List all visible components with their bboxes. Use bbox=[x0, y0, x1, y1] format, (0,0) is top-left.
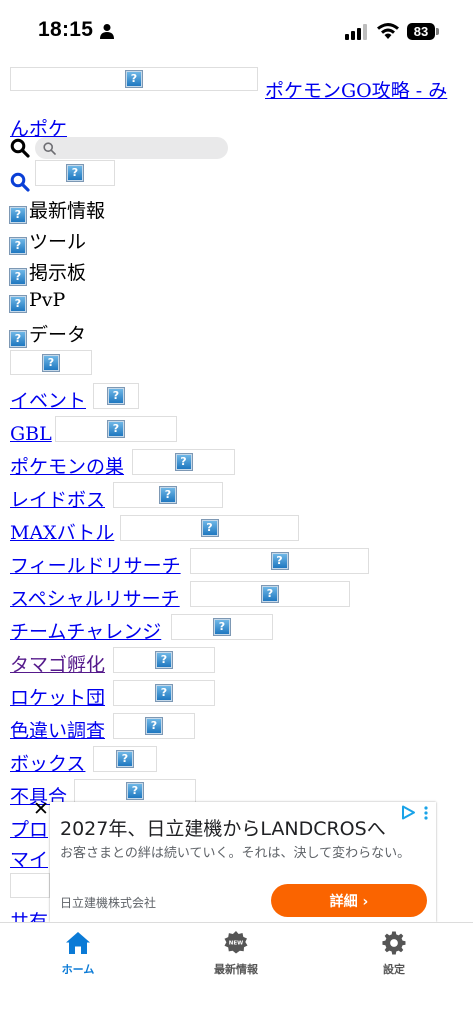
cellular-signal-icon bbox=[345, 24, 367, 40]
broken-image-icon: ? bbox=[126, 782, 144, 800]
ad-close-button[interactable]: ✕ bbox=[33, 798, 49, 820]
broken-image-icon: ? bbox=[261, 585, 279, 603]
broken-image-icon: ? bbox=[42, 353, 60, 372]
category-image-egg-hatch: ? bbox=[113, 647, 215, 673]
category-image-team-rocket: ? bbox=[113, 680, 215, 706]
menu-item-label: PvP bbox=[29, 289, 66, 311]
category-image-team-challenge: ? bbox=[171, 614, 273, 640]
battery-indicator: 83 bbox=[407, 23, 435, 40]
search-field-magnifier-icon bbox=[43, 142, 56, 155]
broken-image-icon: ? bbox=[159, 486, 177, 504]
menu-item-label: データ bbox=[29, 324, 87, 346]
search-button-icon[interactable] bbox=[10, 172, 30, 192]
wifi-icon bbox=[377, 23, 399, 39]
home-icon bbox=[66, 932, 90, 954]
broken-image-icon: ? bbox=[125, 70, 143, 88]
ad-details-button[interactable]: 詳細 › bbox=[271, 884, 427, 917]
category-image-hidden bbox=[10, 873, 50, 898]
tab-settings[interactable]: 設定 bbox=[334, 931, 454, 977]
ad-choices-icon[interactable] bbox=[401, 805, 416, 820]
category-link-gbl[interactable]: GBL bbox=[10, 423, 52, 445]
site-title-link[interactable]: ポケモンGO攻略 - みんポケ bbox=[10, 80, 448, 140]
status-bar: 18:15 83 bbox=[0, 0, 473, 60]
menu-item-pvp[interactable]: ?PvP bbox=[9, 289, 66, 313]
menu-item-label: ツール bbox=[29, 231, 87, 253]
category-link-field-research[interactable]: フィールドリサーチ bbox=[10, 555, 181, 577]
broken-image-icon: ? bbox=[116, 750, 134, 768]
menu-item-board[interactable]: ?掲示板 bbox=[9, 258, 87, 286]
category-link-nests[interactable]: ポケモンの巣 bbox=[10, 456, 125, 478]
broken-image-icon: ? bbox=[174, 453, 193, 471]
category-image-raid-boss: ? bbox=[113, 482, 223, 508]
category-link-box[interactable]: ボックス bbox=[10, 753, 86, 775]
search-button-image[interactable]: ? bbox=[35, 160, 115, 186]
tab-news[interactable]: NEW 最新情報 bbox=[176, 931, 296, 977]
bottom-tab-bar: ホーム NEW 最新情報 設定 bbox=[0, 922, 473, 1025]
category-link-special-research[interactable]: スペシャルリサーチ bbox=[10, 588, 180, 610]
broken-image-icon: ? bbox=[9, 237, 27, 255]
broken-image-icon: ? bbox=[107, 420, 125, 438]
category-link-shiny-survey[interactable]: 色違い調査 bbox=[10, 720, 106, 742]
ad-headline: 2027年、日立建機からLANDCROSへ bbox=[60, 818, 386, 840]
broken-image-icon: ? bbox=[9, 295, 27, 313]
menu-banner-image[interactable]: ? bbox=[10, 350, 92, 375]
new-badge-text: NEW bbox=[229, 941, 243, 947]
site-logo-image[interactable]: ? bbox=[10, 67, 258, 91]
site-title-container: ポケモンGO攻略 - みんポケ bbox=[10, 72, 460, 148]
category-link-my[interactable]: マイ bbox=[10, 849, 49, 871]
tab-settings-label: 設定 bbox=[383, 963, 405, 976]
broken-image-icon: ? bbox=[66, 164, 84, 182]
category-link-max-battle[interactable]: MAXバトル bbox=[10, 522, 115, 544]
category-image-special-research: ? bbox=[190, 581, 350, 607]
category-image-bugs: ? bbox=[74, 779, 196, 803]
tab-home-label: ホーム bbox=[61, 963, 95, 976]
category-link-team-challenge[interactable]: チームチャレンジ bbox=[10, 621, 162, 643]
broken-image-icon: ? bbox=[145, 717, 163, 735]
broken-image-icon: ? bbox=[9, 268, 27, 286]
category-link-pro[interactable]: プロ bbox=[10, 819, 49, 841]
category-link-team-rocket[interactable]: ロケット団 bbox=[10, 687, 106, 709]
broken-image-icon: ? bbox=[9, 330, 27, 348]
gear-icon bbox=[382, 931, 406, 955]
category-image-event: ? bbox=[93, 383, 139, 409]
broken-image-icon: ? bbox=[270, 552, 289, 570]
broken-image-icon: ? bbox=[213, 618, 231, 636]
ad-body-text: お客さまとの絆は続いていく。それは、決して変わらない。 bbox=[60, 846, 411, 861]
menu-item-label: 掲示板 bbox=[29, 262, 87, 284]
status-time: 18:15 bbox=[38, 18, 94, 41]
battery-nub bbox=[436, 28, 439, 35]
new-badge-icon: NEW bbox=[224, 931, 248, 954]
menu-item-label: 最新情報 bbox=[29, 200, 106, 222]
menu-item-tools[interactable]: ?ツール bbox=[9, 227, 87, 255]
broken-image-icon: ? bbox=[200, 519, 219, 537]
broken-image-icon: ? bbox=[107, 387, 125, 405]
tab-home[interactable]: ホーム bbox=[18, 931, 138, 977]
search-input[interactable] bbox=[35, 137, 228, 159]
category-link-egg-hatch[interactable]: タマゴ孵化 bbox=[10, 654, 106, 676]
search-icon bbox=[10, 138, 30, 158]
tab-news-label: 最新情報 bbox=[214, 963, 258, 976]
ad-banner[interactable]: 2027年、日立建機からLANDCROSへ お客さまとの絆は続いていく。それは、… bbox=[50, 802, 436, 922]
category-image-shiny-survey: ? bbox=[113, 713, 195, 739]
broken-image-icon: ? bbox=[155, 651, 173, 669]
menu-item-data[interactable]: ?データ bbox=[9, 320, 87, 348]
category-image-field-research: ? bbox=[190, 548, 369, 574]
ad-more-options-icon[interactable] bbox=[424, 806, 428, 820]
category-link-raid-boss[interactable]: レイドボス bbox=[10, 489, 106, 511]
broken-image-icon: ? bbox=[155, 684, 173, 702]
category-link-event[interactable]: イベント bbox=[10, 390, 87, 412]
menu-item-news[interactable]: ?最新情報 bbox=[9, 196, 106, 224]
category-image-max-battle: ? bbox=[120, 515, 299, 541]
category-image-box: ? bbox=[93, 746, 157, 772]
person-icon bbox=[100, 24, 114, 39]
ad-advertiser: 日立建機株式会社 bbox=[60, 896, 157, 910]
category-image-nests: ? bbox=[132, 449, 235, 475]
category-image-gbl: ? bbox=[55, 416, 177, 442]
broken-image-icon: ? bbox=[9, 206, 27, 224]
